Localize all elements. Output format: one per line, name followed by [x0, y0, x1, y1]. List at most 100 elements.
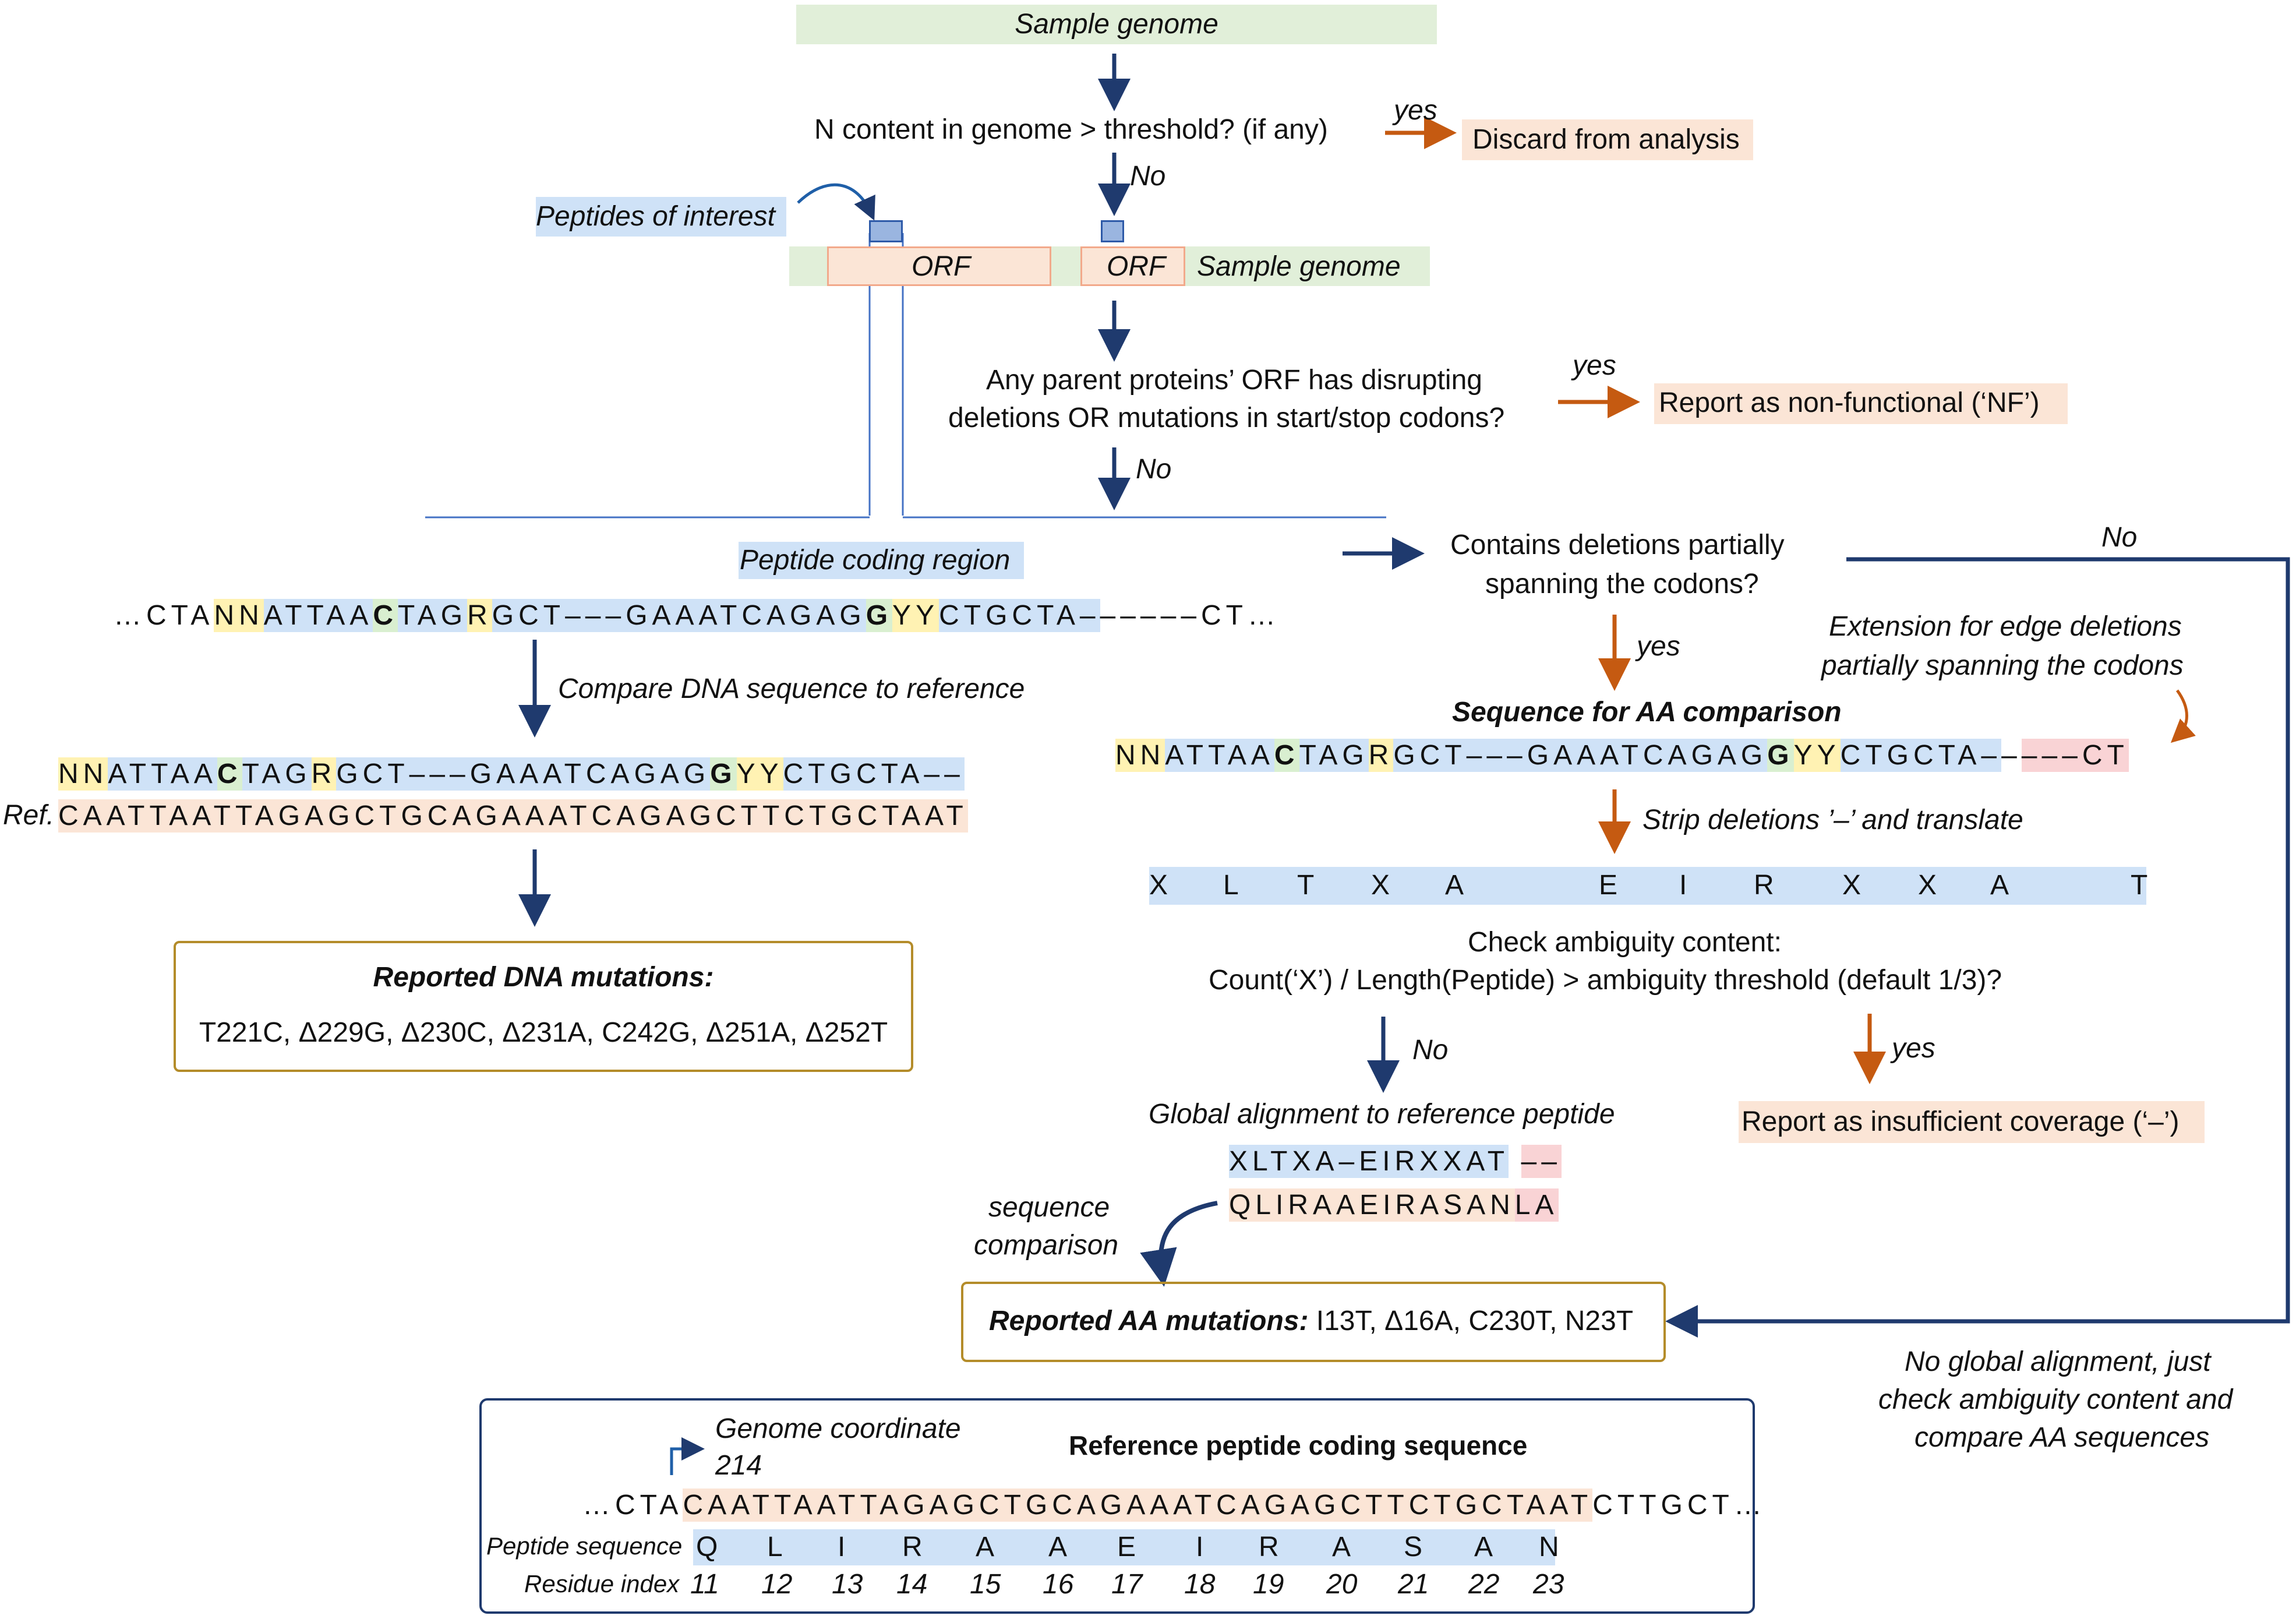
orf-box-1 [827, 246, 1051, 286]
insufficient-coverage-box [1739, 1101, 2205, 1143]
n-content-question: N content in genome > threshold? (if any… [814, 114, 1328, 145]
residue-index-row: 11 12 13 14 15 16 17 18 19 20 21 22 23 [690, 1568, 1564, 1603]
residue-index: 14 [896, 1569, 928, 1600]
no-label-right: No [2101, 522, 2138, 553]
reported-aa-text: Reported AA mutations: I13T, Δ16A, C230T… [989, 1305, 1633, 1337]
orf-label-2: ORF [1107, 251, 1166, 282]
peptide-coding-region-label: Peptide coding region [740, 545, 1011, 576]
no-global-line2: check ambiguity content and [1878, 1384, 2233, 1415]
translated-residue: X [1149, 870, 1168, 901]
translated-peptide-row: X L T X A E I R X X A T [1149, 869, 2148, 904]
sample-genome-label: Sample genome [1015, 9, 1218, 40]
genome-coordinate-value: 214 [715, 1450, 762, 1481]
insufficient-coverage-label: Report as insufficient coverage (‘–’) [1742, 1106, 2180, 1137]
reported-dna-title: Reported DNA mutations: [373, 962, 714, 993]
translated-residue: X [1918, 870, 1937, 901]
sample-dna-sequence: …CTANNATTAACTAGRGCT–––GAAATCAGAGGYYCTGCT… [114, 599, 1280, 632]
residue-index: 16 [1043, 1569, 1074, 1600]
reference-peptide-row: Q L I R A A E I R A S A N [696, 1531, 1559, 1566]
yes-label-4: yes [1892, 1033, 1935, 1064]
no-label-2: No [1136, 454, 1172, 485]
residue-index: 13 [832, 1569, 863, 1600]
aligned-reference-peptide: QLIRAAEIRASANLA [1229, 1188, 1559, 1222]
reference-coding-sequence: …CTACAATTAATTAGAGCTGCAGAAATCAGAGCTTCTGCT… [582, 1489, 1767, 1522]
reference-residue: S [1404, 1532, 1423, 1562]
peptide-marker-1 [869, 220, 903, 242]
no-global-line3: compare AA sequences [1914, 1422, 2210, 1453]
translated-residue: A [1445, 870, 1464, 901]
translated-residue: T [2131, 870, 2148, 901]
reference-residue: A [976, 1532, 995, 1562]
arrow-peptides-of-interest [797, 183, 875, 221]
peptide-coding-region-box [739, 542, 1024, 579]
residue-index: 11 [690, 1569, 719, 1600]
reference-residue: R [1259, 1532, 1279, 1562]
extension-line2: partially spanning the codons [1821, 650, 2184, 681]
ambiguity-line2: Count(‘X’) / Length(Peptide) > ambiguity… [1209, 965, 2002, 996]
sample-genome-box [796, 5, 1437, 44]
reference-residue: A [1048, 1532, 1068, 1562]
contains-question-line1: Contains deletions partially [1450, 530, 1785, 560]
aa-comparison-sequence: NNATTAACTAGRGCT–––GAAATCAGAGGYYCTGCTA–––… [1115, 739, 2129, 772]
sample-genome-label-2: Sample genome [1197, 251, 1401, 282]
residue-index: 12 [761, 1569, 793, 1600]
reference-residue: I [1196, 1532, 1204, 1562]
residue-index: 23 [1533, 1569, 1564, 1600]
reported-aa-title: Reported AA mutations: [989, 1306, 1309, 1336]
nonfunctional-label: Report as non-functional (‘NF’) [1659, 387, 2040, 418]
reference-residue: Q [696, 1532, 718, 1562]
residue-index: 15 [970, 1569, 1001, 1600]
orf-label-1: ORF [912, 251, 971, 282]
reference-residue: E [1117, 1532, 1136, 1562]
orf-box-2 [1080, 246, 1185, 286]
yes-label-2: yes [1573, 350, 1616, 381]
reference-residue: A [1332, 1532, 1351, 1562]
translated-residue: A [1990, 870, 2009, 901]
global-alignment-label: Global alignment to reference peptide [1149, 1099, 1615, 1130]
reference-peptide-box [479, 1398, 1755, 1614]
genome-coordinate-label: Genome coordinate [715, 1413, 961, 1444]
translated-residue: E [1599, 870, 1618, 901]
reference-residue: R [902, 1532, 923, 1562]
residue-index-label: Residue index [524, 1570, 680, 1597]
yes-label-3: yes [1637, 631, 1680, 662]
reference-residue: I [838, 1532, 846, 1562]
translated-peptide-bar [1149, 867, 2146, 905]
parent-question-line1: Any parent proteins’ ORF has disrupting [986, 365, 1482, 396]
residue-index: 20 [1326, 1569, 1358, 1600]
residue-index: 18 [1184, 1569, 1216, 1600]
translated-residue: R [1754, 870, 1774, 901]
strip-label: Strip deletions ’–’ and translate [1642, 805, 2023, 835]
ref-label: Ref. [3, 800, 55, 831]
reference-residue: L [767, 1532, 783, 1562]
translated-residue: X [1842, 870, 1861, 901]
contains-question-line2: spanning the codons? [1485, 569, 1759, 599]
residue-index: 22 [1468, 1569, 1500, 1600]
translated-residue: X [1371, 870, 1390, 901]
translated-residue: L [1223, 870, 1239, 901]
discard-label: Discard from analysis [1472, 124, 1740, 155]
reference-dna-sequence: CAATTAATTAGAGCTGCAGAAATCAGAGCTTCTGCTAAT [58, 799, 968, 833]
compare-dna-label: Compare DNA sequence to reference [558, 673, 1025, 704]
aligned-sample-sequence: NNATTAACTAGRGCT–––GAAATCAGAGGYYCTGCTA–– [58, 757, 965, 791]
peptide-sequence-label: Peptide sequence [486, 1532, 683, 1560]
parent-question-line2: deletions OR mutations in start/stop cod… [948, 403, 1505, 433]
residue-index: 17 [1111, 1569, 1143, 1600]
discard-box [1462, 119, 1753, 160]
sequence-comparison-line1: sequence [988, 1192, 1110, 1223]
reported-aa-box [961, 1282, 1666, 1362]
reference-peptide-bar [693, 1529, 1555, 1565]
no-label-1: No [1130, 161, 1166, 192]
peptides-of-interest-box [536, 197, 786, 237]
residue-index: 19 [1253, 1569, 1284, 1600]
reported-dna-values: T221C, Δ229G, Δ230C, Δ231A, C242G, Δ251A… [199, 1017, 888, 1048]
residue-index: 21 [1398, 1569, 1429, 1600]
translated-residue: I [1679, 870, 1687, 901]
sequence-for-aa-label: Sequence for AA comparison [1452, 697, 1842, 728]
translated-residue: T [1297, 870, 1315, 901]
reported-dna-box [174, 941, 913, 1072]
ambiguity-line1: Check ambiguity content: [1468, 927, 1782, 958]
sequence-comparison-line2: comparison [974, 1230, 1119, 1261]
nonfunctional-box [1654, 383, 2068, 424]
